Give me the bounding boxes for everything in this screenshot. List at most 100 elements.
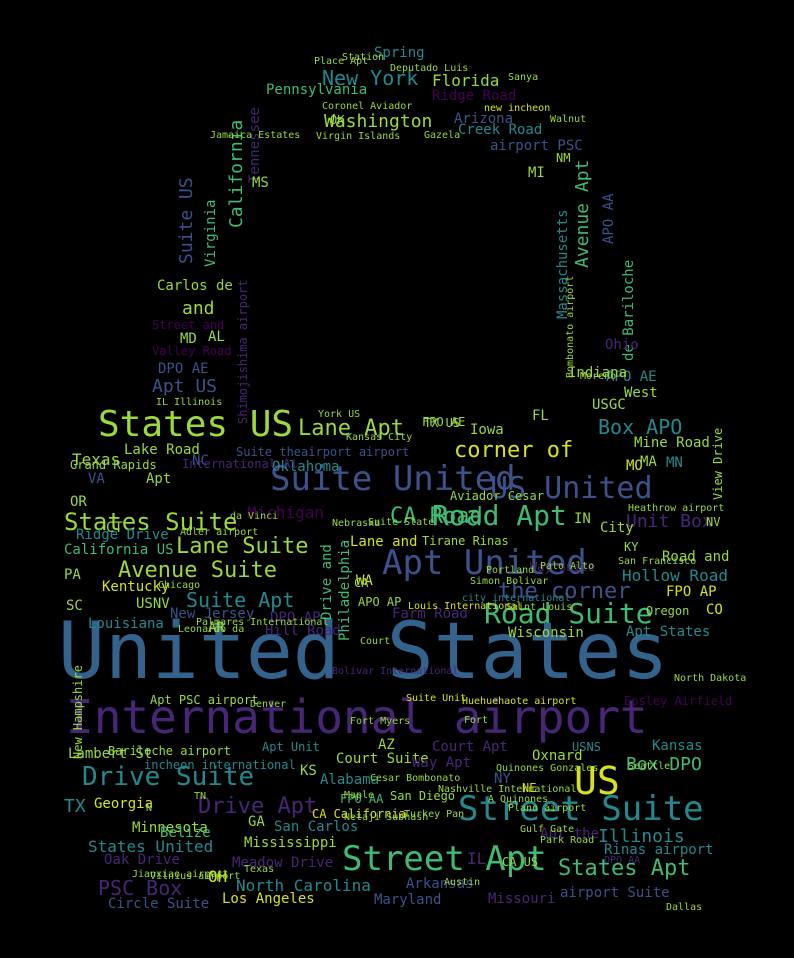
cloud-word: Maryland [374,892,442,908]
cloud-word: USNV [136,596,170,612]
cloud-word: Moreno [580,371,617,382]
cloud-word: Unit Box [626,511,713,532]
cloud-word: CA US [502,855,539,869]
cloud-word: MS [252,175,269,191]
cloud-word: Gulf Gate [520,824,575,835]
cloud-word: OR [70,494,87,510]
cloud-word: Suite theairport airport [236,445,410,459]
cloud-word: CT [106,520,123,536]
cloud-word: Aviador Cesar [450,489,544,503]
cloud-word: MI [528,165,545,181]
cloud-word: States United [88,837,214,856]
cloud-word: Virginia [203,199,219,268]
cloud-word: International Ai [182,457,298,471]
cloud-word: CA Road [390,504,483,529]
cloud-word: Place Apt [314,56,369,67]
cloud-word: Arkansas [406,876,474,892]
cloud-word: Hollow Road [622,566,728,585]
cloud-word: Shimojishima airport [236,279,250,425]
cloud-word: Apt [146,471,172,487]
cloud-word: Ridge Road [432,88,517,104]
cloud-word: Belize [160,825,211,841]
cloud-word: New Hampshire [71,664,85,759]
cloud-word: NV [706,515,721,529]
cloud-word: Ridge Drive [76,527,169,543]
cloud-word: Texas [244,864,275,875]
cloud-word: US United [490,471,653,506]
cloud-word: IN [574,511,591,527]
cloud-word: CA [354,576,369,590]
cloud-word: city international [462,593,571,604]
cloud-word: Vilnius airport [150,871,241,882]
cloud-word: IL Illinois [156,397,223,408]
cloud-word: Way Apt [412,755,472,771]
cloud-word: NC [192,453,209,469]
cloud-word: Washington [324,111,433,132]
cloud-word: Nebraska [332,518,381,529]
cloud-word: Kentucky [102,579,170,595]
cloud-word: Bolivar International [332,666,459,677]
cloud-word: California US [64,542,174,558]
cloud-word: Street Suite [458,789,704,829]
cloud-word: Denver [250,699,287,710]
cloud-word: Heathrow airport [628,503,725,514]
cloud-word: KY [624,540,639,554]
cloud-word: USGC [592,397,626,413]
cloud-word: Creek Road [458,122,543,138]
cloud-word: GA [248,814,265,830]
cloud-word: Adler airport [180,527,259,538]
cloud-word: Indiana [568,365,628,381]
cloud-word: Lake Road [124,442,200,458]
cloud-word: Maple [344,790,375,801]
cloud-word: incheon international [144,758,296,772]
cloud-word: Apt United [382,543,587,583]
cloud-word: West [624,385,658,401]
cloud-word: MN [666,455,683,471]
cloud-word: PSC Box [98,876,183,900]
cloud-word: Bombonato airport [565,275,576,378]
cloud-word: United States [58,607,669,697]
cloud-word: Road Suite [484,597,653,630]
cloud-word: airport PSC [490,138,583,154]
cloud-word: Spring [374,45,425,61]
cloud-word: MO [626,458,643,474]
cloud-word: New Jersey [170,606,255,622]
cloud-word: USNS [572,740,601,754]
cloud-word: Way Suite [530,560,596,574]
cloud-word: and [182,298,215,319]
cloud-word: Chicago [158,580,201,591]
cloud-word: Lane Suite [176,534,309,559]
cloud-word: airport Suite [560,885,670,901]
cloud-word: Palmares International [196,617,329,628]
cloud-word: OH [208,867,228,886]
cloud-word: Leonardo da [178,624,245,635]
cloud-word: Carlos de [157,278,233,294]
cloud-word: Netaji Subhash [344,812,429,823]
cloud-word: New York [322,66,419,90]
cloud-word: Lambert St [68,746,153,762]
cloud-word: Illinois [598,826,685,847]
cloud-word: Sanya [508,72,539,83]
cloud-word: States Suite [64,508,238,536]
cloud-word: IL [467,849,487,868]
cloud-word: Seattle [628,761,671,772]
cloud-word: FL [532,408,549,424]
cloud-word: San Carlos [274,819,359,835]
cloud-word: Box APO [598,415,683,439]
cloud-word: US [574,759,620,803]
cloud-word: Cesar Bombonato [370,773,461,784]
cloud-word: Texas [72,450,121,469]
cloud-word: Simon Bolivar [470,576,549,587]
cloud-word: Deputado Luis [390,63,469,74]
cloud-word: DPO AP [270,610,321,626]
cloud-word: States Apt [558,856,691,881]
cloud-word: corner of [454,438,574,463]
cloud-word: Michigan [247,503,325,522]
cloud-word: Street and [152,318,225,332]
cloud-word: Tennessee [247,106,263,183]
cloud-word: Jianxiao airport [132,869,229,880]
cloud-word: DPO AE [158,361,209,377]
cloud-word: Mississippi [244,835,337,851]
cloud-word: Valley Road [152,344,232,358]
cloud-word: Avenue Suite [118,558,277,583]
